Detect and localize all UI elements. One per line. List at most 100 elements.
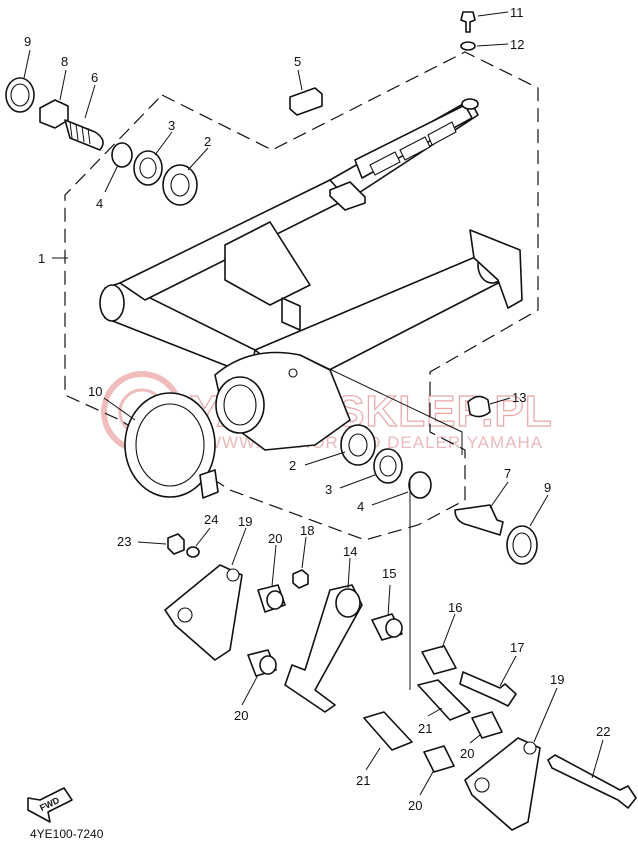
callout-20-a: 20 bbox=[268, 531, 282, 546]
part-20-bushing-d bbox=[423, 745, 455, 773]
part-7-pivot-bolt bbox=[454, 504, 504, 536]
left-pivot-tube bbox=[104, 282, 256, 376]
axle-eye-top bbox=[461, 98, 479, 110]
leader-21b bbox=[365, 747, 381, 771]
leader-9a bbox=[23, 49, 31, 79]
leader-20d bbox=[419, 769, 435, 796]
callout-16: 16 bbox=[448, 600, 462, 615]
callout-20-c: 20 bbox=[460, 746, 474, 761]
part-20-bushing-b-end bbox=[259, 655, 277, 675]
arm-left-hole-top bbox=[226, 568, 240, 582]
leader-13 bbox=[489, 397, 511, 405]
part-20-bushing-c bbox=[471, 711, 503, 739]
part-8-nut bbox=[39, 99, 69, 129]
leader-24 bbox=[195, 527, 211, 547]
part-21-collar-b bbox=[363, 711, 413, 751]
part-5-cap bbox=[289, 87, 323, 116]
callout-21-b: 21 bbox=[356, 773, 370, 788]
callout-18: 18 bbox=[300, 523, 314, 538]
leader-2b bbox=[304, 451, 346, 466]
callout-4-lower: 4 bbox=[357, 499, 364, 514]
swingarm-frame bbox=[99, 98, 523, 451]
callout-13: 13 bbox=[512, 390, 526, 405]
assembly-boundary bbox=[64, 51, 539, 541]
leader-3b bbox=[339, 474, 376, 489]
right-pivot-parts bbox=[340, 395, 538, 565]
part-3-seal-right-inner bbox=[379, 455, 397, 477]
leader-23 bbox=[137, 541, 167, 545]
leader-8 bbox=[59, 69, 67, 101]
linkage-parts bbox=[164, 533, 637, 831]
callout-2-upper: 2 bbox=[204, 134, 211, 149]
rib-detail-c bbox=[427, 121, 457, 146]
diagram-code: 4YE100-7240 bbox=[30, 827, 104, 841]
fwd-arrow-shape bbox=[27, 787, 73, 823]
callout-22: 22 bbox=[596, 724, 610, 739]
part-3-seal-left-inner bbox=[139, 157, 157, 179]
inner-cross-plate bbox=[224, 221, 311, 306]
leader-19b bbox=[533, 687, 558, 743]
leader-7 bbox=[489, 481, 509, 509]
callout-20-d: 20 bbox=[408, 798, 422, 813]
part-9-cap-right-inner bbox=[512, 532, 532, 558]
leader-4a bbox=[104, 164, 119, 193]
part-4-collar-left bbox=[111, 142, 133, 168]
callout-4-upper: 4 bbox=[96, 196, 103, 211]
leader-6 bbox=[84, 84, 96, 119]
callout-12: 12 bbox=[510, 37, 524, 52]
left-pivot-tube-end bbox=[99, 284, 125, 322]
leader-20a bbox=[271, 544, 277, 587]
part-24-washer bbox=[186, 546, 200, 558]
part-19-arm-left bbox=[164, 564, 243, 661]
leader-lines bbox=[23, 11, 604, 796]
arm-left-hole-bottom bbox=[177, 607, 193, 623]
leader-21a bbox=[427, 707, 443, 717]
part-2-bearing-left-inner bbox=[170, 173, 190, 197]
part-16-collar bbox=[421, 645, 457, 675]
part-10-ring bbox=[124, 392, 219, 499]
part-10-tab bbox=[199, 469, 219, 499]
part-13-plug bbox=[467, 395, 491, 418]
callout-9-upper: 9 bbox=[24, 34, 31, 49]
frame-spacer bbox=[329, 181, 366, 211]
part-9-cap-inner bbox=[10, 83, 30, 107]
callout-labels: 1 2 3 4 5 6 8 9 10 11 12 13 2 3 4 7 9 23… bbox=[24, 5, 610, 813]
part-18-nut bbox=[292, 569, 309, 589]
callout-6: 6 bbox=[91, 70, 98, 85]
part-22-long-bolt bbox=[547, 754, 637, 809]
callout-3-upper: 3 bbox=[168, 118, 175, 133]
callout-11: 11 bbox=[510, 5, 524, 20]
leader-14 bbox=[347, 557, 351, 589]
callout-2-lower: 2 bbox=[289, 458, 296, 473]
relay-link-top-boss bbox=[335, 588, 361, 618]
leader-19a bbox=[231, 527, 247, 566]
callout-23: 23 bbox=[117, 534, 131, 549]
axis-line-housing bbox=[299, 354, 463, 455]
callout-8: 8 bbox=[61, 54, 68, 69]
callout-19-right: 19 bbox=[550, 672, 564, 687]
left-pivot-parts bbox=[5, 77, 198, 206]
rear-bracket bbox=[469, 229, 523, 309]
callout-1: 1 bbox=[38, 251, 45, 266]
leader-3a bbox=[154, 131, 173, 156]
arm-right-hole-top bbox=[523, 741, 537, 755]
leader-18 bbox=[301, 536, 307, 569]
callout-9-lower: 9 bbox=[544, 480, 551, 495]
callout-10: 10 bbox=[88, 384, 102, 399]
leader-11 bbox=[477, 11, 509, 17]
arm-right-hole-bottom bbox=[474, 777, 490, 793]
callout-7: 7 bbox=[504, 466, 511, 481]
part-6-thread bbox=[69, 121, 91, 145]
callout-3-lower: 3 bbox=[325, 482, 332, 497]
leader-9b bbox=[529, 494, 549, 527]
leader-22 bbox=[591, 739, 604, 779]
part-23-nut bbox=[167, 533, 185, 555]
callout-24: 24 bbox=[204, 512, 218, 527]
callout-14: 14 bbox=[343, 544, 357, 559]
leader-4b bbox=[371, 491, 409, 506]
callout-21-a: 21 bbox=[418, 721, 432, 736]
pivot-housing-bore-inner bbox=[223, 384, 257, 426]
part-17-bolt bbox=[459, 671, 517, 707]
part-20-bushing-a-end bbox=[266, 590, 284, 610]
